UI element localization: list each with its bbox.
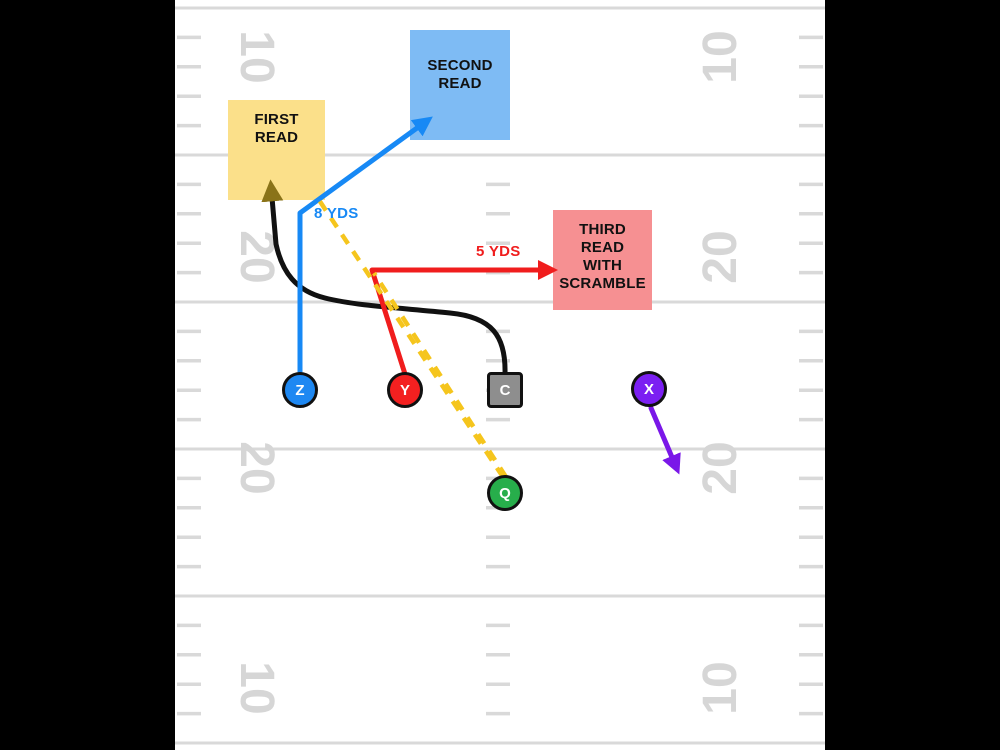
y-route-depth-label: 5 YDS: [476, 243, 521, 260]
yard-number-left-20-lower: 20: [230, 441, 283, 495]
second-read-box: SECOND READ: [410, 30, 510, 140]
yard-number-right-10-top: 10: [694, 30, 747, 84]
player-x-label: X: [643, 380, 654, 398]
z-route-depth-label: 8 YDS: [314, 205, 359, 222]
player-c-label: C: [499, 381, 511, 399]
player-y-marker: Y: [387, 372, 423, 408]
yard-number-left-10-top: 10: [230, 30, 283, 84]
player-z-marker: Z: [282, 372, 318, 408]
yard-number-left-20-upper: 20: [230, 230, 283, 284]
player-q-label: Q: [499, 484, 511, 502]
third-read-box: THIRD READ WITH SCRAMBLE: [553, 210, 652, 310]
first-read-box: FIRST READ: [228, 100, 325, 200]
yard-number-left-10-bottom: 10: [230, 661, 283, 715]
player-x-marker: X: [631, 371, 667, 407]
yard-number-right-20-lower: 20: [694, 441, 747, 495]
player-q-marker: Q: [487, 475, 523, 511]
player-c-marker: C: [487, 372, 523, 408]
yard-number-right-10-bottom: 10: [694, 661, 747, 715]
player-y-label: Y: [399, 381, 410, 399]
player-z-label: Z: [295, 381, 305, 399]
yard-number-right-20-upper: 20: [694, 230, 747, 284]
